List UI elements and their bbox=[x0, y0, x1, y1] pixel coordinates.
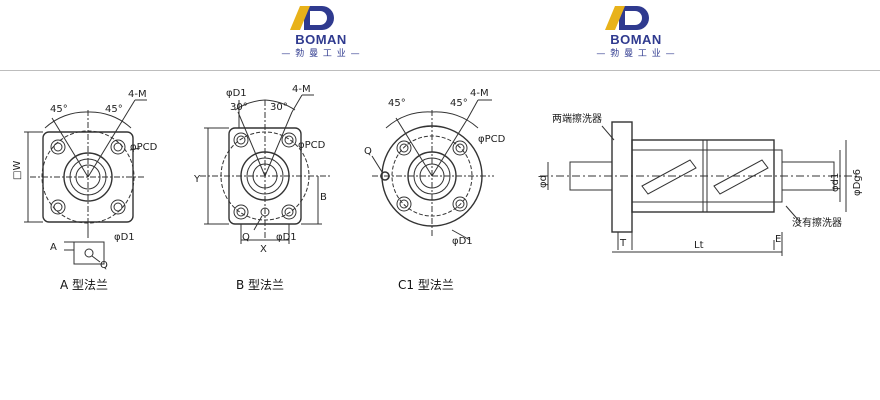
flange-b-b: B bbox=[320, 192, 327, 203]
brand-subtitle: — 勃 曼 工 业 — bbox=[596, 49, 676, 59]
flange-a-angle-left: 45° bbox=[50, 104, 68, 115]
flange-b-x: X bbox=[260, 244, 267, 255]
flange-a-drawing bbox=[24, 99, 147, 265]
flange-b-y: Y bbox=[193, 174, 201, 185]
flange-c1-drawing bbox=[371, 99, 494, 241]
flange-b-q: Q bbox=[242, 232, 250, 243]
flange-c1-angle-left: 45° bbox=[388, 98, 406, 109]
flange-b-drawing bbox=[200, 94, 330, 244]
flange-a-angle-right: 45° bbox=[105, 104, 123, 115]
flange-b-holes: 4-M bbox=[292, 84, 311, 95]
technical-drawing: 45° 45° 4-M φPCD φD1 □W A Q φD1 30° 30° … bbox=[12, 84, 863, 271]
flange-c1-q: Q bbox=[364, 146, 372, 157]
boman-logo-icon bbox=[605, 6, 649, 30]
brand-subtitle: — 勃 曼 工 业 — bbox=[281, 49, 361, 59]
side-wiper-none-label: 没有擦洗器 bbox=[792, 216, 842, 229]
brand-logo-right: BOMAN — 勃 曼 工 业 — bbox=[591, 2, 681, 59]
flange-a-d1: φD1 bbox=[114, 232, 135, 243]
boman-logo-icon bbox=[290, 6, 334, 30]
caption-flange-b: B 型法兰 bbox=[236, 278, 285, 292]
flange-c1-d1: φD1 bbox=[452, 236, 473, 247]
flange-c1-angle-right: 45° bbox=[450, 98, 468, 109]
brand-name: BOMAN bbox=[610, 32, 662, 47]
flange-b-angle-left: 30° bbox=[230, 102, 248, 113]
side-lt: Lt bbox=[694, 240, 704, 251]
flange-a-q: Q bbox=[100, 260, 108, 271]
caption-flange-c1: C1 型法兰 bbox=[398, 278, 454, 292]
caption-flange-a: A 型法兰 bbox=[60, 278, 109, 292]
flange-c1-pcd: φPCD bbox=[478, 134, 506, 145]
flange-a-w: □W bbox=[12, 161, 23, 180]
flange-b-d1-top: φD1 bbox=[226, 88, 247, 99]
side-t: T bbox=[619, 238, 627, 249]
side-d1: φd1 bbox=[830, 173, 841, 192]
flange-c1-holes: 4-M bbox=[470, 88, 489, 99]
flange-b-angle-right: 30° bbox=[270, 102, 288, 113]
flange-b-pcd: φPCD bbox=[298, 140, 326, 151]
brand-name: BOMAN bbox=[295, 32, 347, 47]
flange-b-d1: φD1 bbox=[276, 232, 297, 243]
flange-a-pcd: φPCD bbox=[130, 142, 158, 153]
side-wiper-both-label: 两端擦洗器 bbox=[552, 112, 602, 125]
flange-a-holes: 4-M bbox=[128, 89, 147, 100]
divider-line bbox=[0, 70, 880, 71]
side-e: E bbox=[775, 234, 781, 245]
brand-logo-left: BOMAN — 勃 曼 工 业 — bbox=[276, 2, 366, 59]
side-dg6: φDg6 bbox=[852, 169, 863, 196]
ball-nut-side-view bbox=[540, 121, 860, 256]
side-d: φd bbox=[538, 175, 549, 188]
flange-a-a: A bbox=[50, 242, 57, 253]
